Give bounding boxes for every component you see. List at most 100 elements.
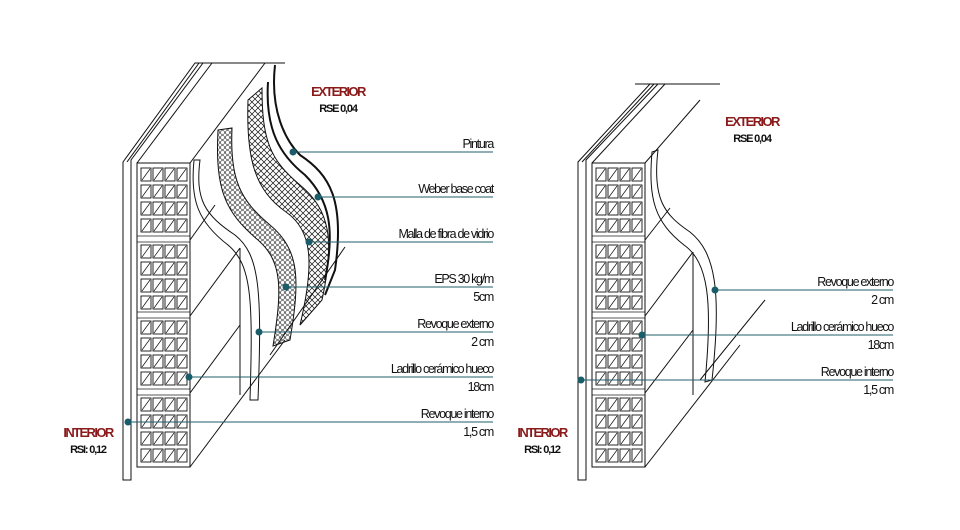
brick-hole-hatch: [608, 245, 618, 258]
brick-hole-hatch: [608, 372, 618, 385]
brick-hole: [619, 337, 631, 352]
leader-dot: [577, 376, 585, 384]
brick-hole: [607, 295, 619, 310]
brick-hole: [595, 354, 607, 369]
brick-hole: [595, 295, 607, 310]
plaster-edge: [126, 62, 200, 163]
brick-hole-hatch: [596, 202, 606, 215]
layer-thickness: 18cm: [867, 338, 895, 352]
leader-dot: [711, 286, 719, 294]
depth-line: [189, 62, 266, 164]
brick-hole-hatch: [596, 321, 606, 334]
brick-hole-hatch: [596, 432, 606, 445]
brick-hole-hatch: [620, 372, 630, 385]
layer-thickness: 1,5 cm: [863, 383, 894, 397]
brick-hole: [607, 414, 619, 429]
brick-hole-hatch: [632, 321, 642, 334]
brick-hole-hatch: [632, 296, 642, 309]
leader-dot: [314, 193, 322, 201]
brick-hole-hatch: [177, 185, 187, 198]
brick-hole: [164, 431, 176, 446]
brick-hole: [619, 354, 631, 369]
brick-hole: [631, 278, 643, 293]
brick-hole: [619, 431, 631, 446]
leader-dot: [638, 331, 646, 339]
brick-hole-hatch: [608, 202, 618, 215]
rse-value-left: RSE 0,04: [319, 103, 358, 115]
brick-hole: [152, 167, 164, 182]
mortar-joint: [136, 311, 191, 319]
brick-hole: [631, 337, 643, 352]
brick-hole: [140, 167, 152, 182]
layer-name: Revoque interno: [420, 407, 495, 421]
left-wall-section: [122, 62, 346, 481]
brick-hole: [607, 201, 619, 216]
brick-hole-hatch: [620, 296, 630, 309]
brick-hole-hatch: [165, 296, 175, 309]
depth-line: [189, 324, 241, 394]
leader-lines: [124, 148, 893, 426]
brick-hole-hatch: [177, 355, 187, 368]
brick-hole: [176, 167, 188, 182]
brick-hole-hatch: [632, 398, 642, 411]
brick-hole-hatch: [596, 449, 606, 462]
brick-hole-hatch: [596, 415, 606, 428]
eps-layer: [217, 127, 297, 347]
brick-hole: [607, 167, 619, 182]
brick-hole: [631, 354, 643, 369]
brick-hole: [140, 201, 152, 216]
brick-hole-hatch: [596, 168, 606, 181]
brick-hole-hatch: [177, 432, 187, 445]
brick-hole: [140, 371, 152, 386]
brick-hole: [595, 431, 607, 446]
brick-hole-hatch: [632, 219, 642, 232]
brick-hole: [140, 354, 152, 369]
brick-hole: [607, 397, 619, 412]
brick-hole: [595, 167, 607, 182]
brick-hole: [140, 397, 152, 412]
brick-hole-hatch: [608, 398, 618, 411]
brick-hole: [607, 431, 619, 446]
brick-hole: [631, 397, 643, 412]
brick-hole-hatch: [608, 262, 618, 275]
brick-hole-hatch: [596, 279, 606, 292]
brick-hole: [176, 261, 188, 276]
brick-hole: [164, 295, 176, 310]
layer-thickness: 5cm: [473, 290, 494, 304]
brick-hole: [607, 261, 619, 276]
brick-hole-hatch: [632, 355, 642, 368]
brick-hole-hatch: [632, 432, 642, 445]
brick-hole-hatch: [620, 262, 630, 275]
brick-hole-hatch: [177, 202, 187, 215]
break-line: [699, 299, 766, 381]
brick-hole-hatch: [632, 279, 642, 292]
brick-hole: [140, 431, 152, 446]
brick-hole-hatch: [165, 338, 175, 351]
brick-hole: [164, 201, 176, 216]
brick-hole: [140, 244, 152, 259]
brick-hole-hatch: [165, 168, 175, 181]
brick-hole: [164, 371, 176, 386]
depth-line: [189, 204, 216, 241]
layer-name: EPS 30 kg/m: [434, 272, 494, 286]
brick-hole: [619, 295, 631, 310]
brick-hole-hatch: [608, 432, 618, 445]
brick-hole: [140, 337, 152, 352]
layer-name: Malla de fibra de vidrio: [398, 227, 494, 241]
brick-hole: [140, 295, 152, 310]
brick-hole-hatch: [596, 338, 606, 351]
brick-hole-hatch: [153, 321, 163, 334]
brick-hole-hatch: [596, 262, 606, 275]
brick-hole: [595, 278, 607, 293]
layer-thickness: 2 cm: [871, 293, 894, 307]
break-line: [269, 246, 346, 356]
brick-hole-hatch: [153, 449, 163, 462]
brick-hole: [176, 448, 188, 463]
brick-hole-hatch: [596, 185, 606, 198]
brick-hole: [631, 261, 643, 276]
brick-hole: [607, 448, 619, 463]
brick-hole-hatch: [165, 372, 175, 385]
brick-hole-hatch: [153, 245, 163, 258]
brick-hole-hatch: [620, 245, 630, 258]
brick-hole-hatch: [620, 279, 630, 292]
